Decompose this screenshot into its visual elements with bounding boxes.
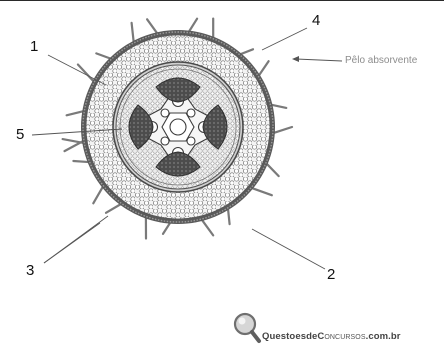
watermark-text: QuestoesdeConcursos.com.br	[262, 331, 401, 342]
watermark-logo: QuestoesdeConcursos.com.br	[232, 310, 442, 346]
leader-4	[262, 28, 307, 50]
label-1: 1	[30, 39, 38, 54]
label-3: 3	[26, 263, 34, 278]
leader-2	[252, 229, 325, 269]
root-hair	[250, 187, 272, 195]
leader-absorbing-hair	[296, 59, 342, 61]
label-2: 2	[327, 267, 335, 282]
label-4: 4	[312, 13, 320, 28]
leader-1	[48, 55, 106, 85]
arrowhead-absorbing-hair	[292, 56, 299, 62]
root-hair	[78, 65, 95, 83]
label-absorbing-hair: Pêlo absorvente	[345, 56, 417, 66]
leader-3b	[44, 216, 108, 263]
magnifier-logo-icon	[232, 310, 262, 344]
label-5: 5	[16, 127, 24, 142]
